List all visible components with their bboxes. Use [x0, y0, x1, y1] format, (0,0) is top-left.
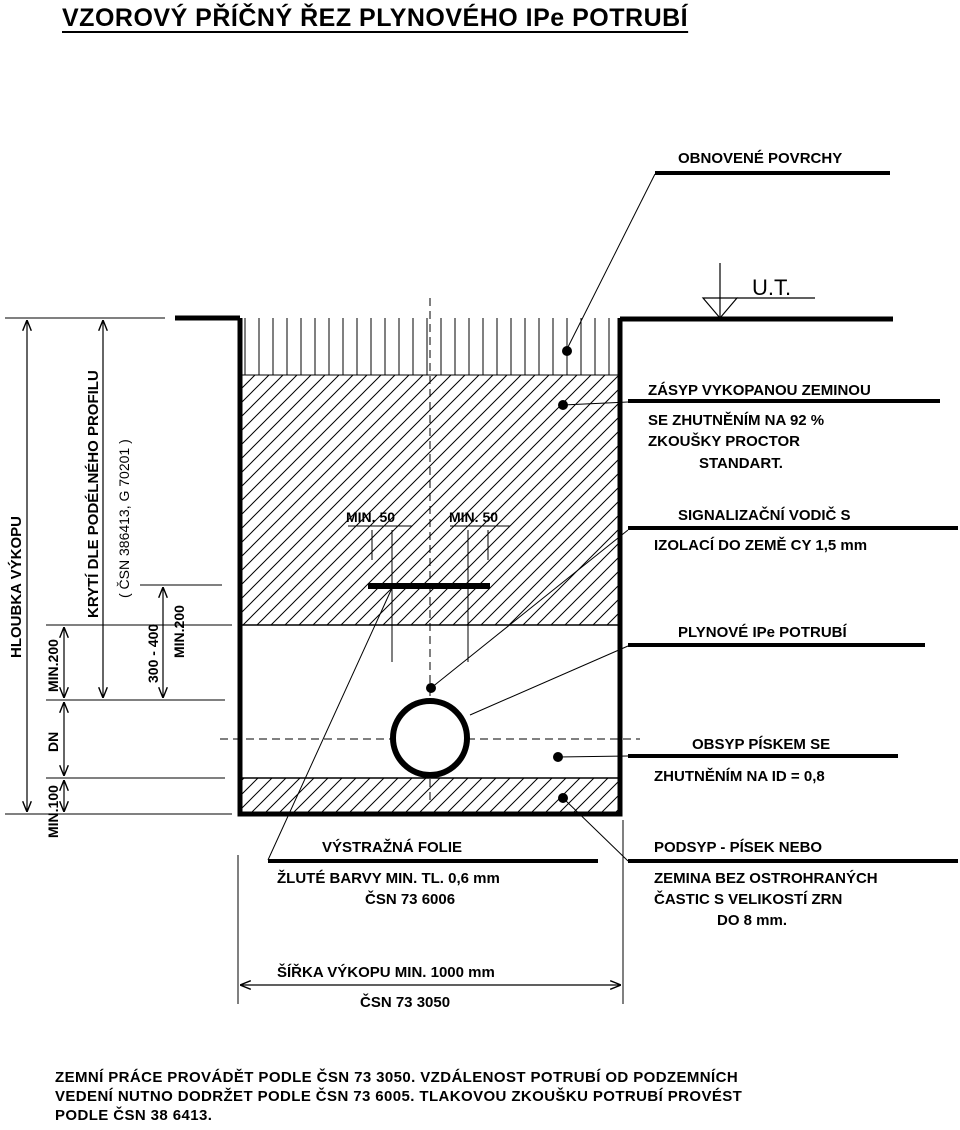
label-folie-2: ŽLUTÉ BARVY MIN. TL. 0,6 mm [277, 869, 500, 887]
gas-pipe [390, 698, 470, 778]
label-zasyp-1: ZÁSYP VYKOPANOU ZEMINOU [648, 382, 871, 399]
label-zasyp-3: ZKOUŠKY PROCTOR [648, 432, 800, 450]
dim-kryti-label-2: ( ČSN 386413, G 70201 ) [116, 439, 132, 598]
trench-outline [237, 318, 623, 817]
footer-line-3: PODLE ČSN 38 6413. [55, 1107, 213, 1124]
dim-hloubka-label: HLOUBKA VÝKOPU [7, 516, 25, 658]
dim-min200-a-label: MIN.200 [45, 639, 61, 692]
leader-zasyp [562, 401, 629, 406]
dim-kryti-label-1: KRYTÍ DLE PODÉLNÉHO PROFILU [85, 370, 102, 618]
label-obsyp-2: ZHUTNĚNÍM NA ID = 0,8 [654, 767, 825, 785]
leader-obnovene [566, 173, 656, 350]
leader-folie [267, 587, 393, 861]
label-podsyp-2: ZEMINA BEZ OSTROHRANÝCH [654, 869, 878, 887]
footer-line-1: ZEMNÍ PRÁCE PROVÁDĚT PODLE ČSN 73 3050. … [55, 1069, 739, 1086]
label-zasyp-4: STANDART. [699, 455, 783, 472]
leader-dot-obnovene [562, 346, 572, 356]
dim-min100-label: MIN.100 [45, 785, 61, 838]
label-podsyp-4: DO 8 mm. [717, 912, 787, 929]
dim-min200-b-label: MIN.200 [171, 605, 187, 658]
leader-plynove [469, 645, 629, 716]
label-folie-1: VÝSTRAŽNÁ FOLIE [322, 838, 462, 856]
min50-left-label: MIN. 50 [346, 509, 395, 525]
label-folie-3: ČSN 73 6006 [365, 890, 455, 908]
surface-level-label: U.T. [752, 275, 791, 300]
footer-notes: ZEMNÍ PRÁCE PROVÁDĚT PODLE ČSN 73 3050. … [55, 1068, 935, 1125]
label-signal-1: SIGNALIZAČNÍ VODIČ S [678, 506, 851, 524]
dim-300-label: 300 - 400 [145, 624, 161, 683]
drawing-title: VZOROVÝ PŘÍČNÝ ŘEZ PLYNOVÉHO IPe POTRUBÍ [62, 4, 689, 32]
label-obsyp-1: OBSYP PÍSKEM SE [692, 736, 830, 753]
label-signal-2: IZOLACÍ DO ZEMĚ CY 1,5 mm [654, 536, 867, 554]
label-plynove: PLYNOVÉ IPe POTRUBÍ [678, 624, 847, 641]
label-sirka-1: ŠÍŘKA VÝKOPU MIN. 1000 mm [277, 963, 495, 981]
label-obnovene: OBNOVENÉ POVRCHY [678, 150, 842, 167]
label-zasyp-2: SE ZHUTNĚNÍM NA 92 % [648, 411, 824, 429]
label-podsyp-1: PODSYP - PÍSEK NEBO [654, 839, 822, 856]
label-podsyp-3: ČASTIC S VELIKOSTÍ ZRN [654, 890, 842, 908]
footer-line-2: VEDENÍ NUTNO DODRŽET PODLE ČSN 73 6005. … [55, 1088, 743, 1105]
leader-podsyp [562, 797, 629, 862]
dim-dn-label: DN [45, 732, 61, 752]
leader-signal [430, 529, 629, 689]
label-sirka-2: ČSN 73 3050 [360, 993, 450, 1011]
leader-obsyp [557, 755, 629, 758]
min50-right-label: MIN. 50 [449, 509, 498, 525]
